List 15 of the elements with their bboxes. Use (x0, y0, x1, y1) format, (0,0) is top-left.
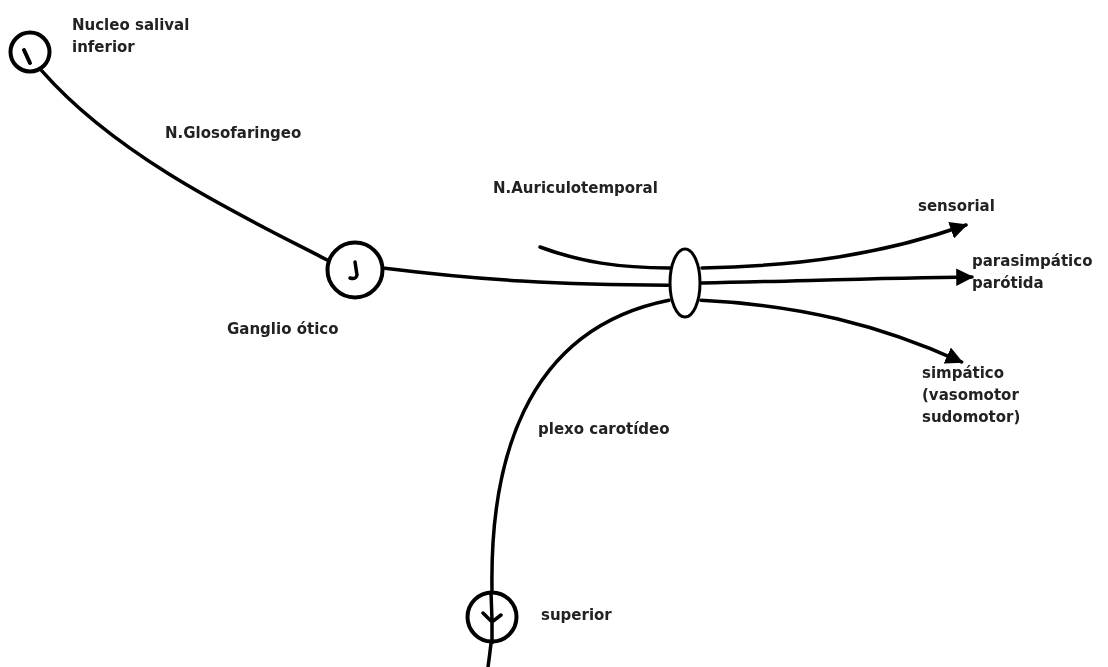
nerve-line (486, 642, 493, 667)
nerve-line (490, 298, 671, 592)
node-label: superior (541, 605, 613, 626)
nerve-line (383, 266, 670, 287)
target-label: parasimpático parótida (972, 251, 1094, 294)
nerve-line (700, 221, 968, 270)
target-label: sensorial (918, 196, 996, 217)
node-label: Ganglio ótico (227, 319, 340, 340)
node-label: Nucleo salival inferior (72, 15, 191, 58)
nerve-line (700, 268, 974, 286)
target-label: simpático (vasomotor sudomotor) (922, 363, 1022, 428)
nerve-line (699, 298, 964, 364)
edge-label: plexo carotídeo (538, 418, 670, 440)
nerve-line (538, 245, 672, 270)
nerve-line (40, 69, 329, 262)
